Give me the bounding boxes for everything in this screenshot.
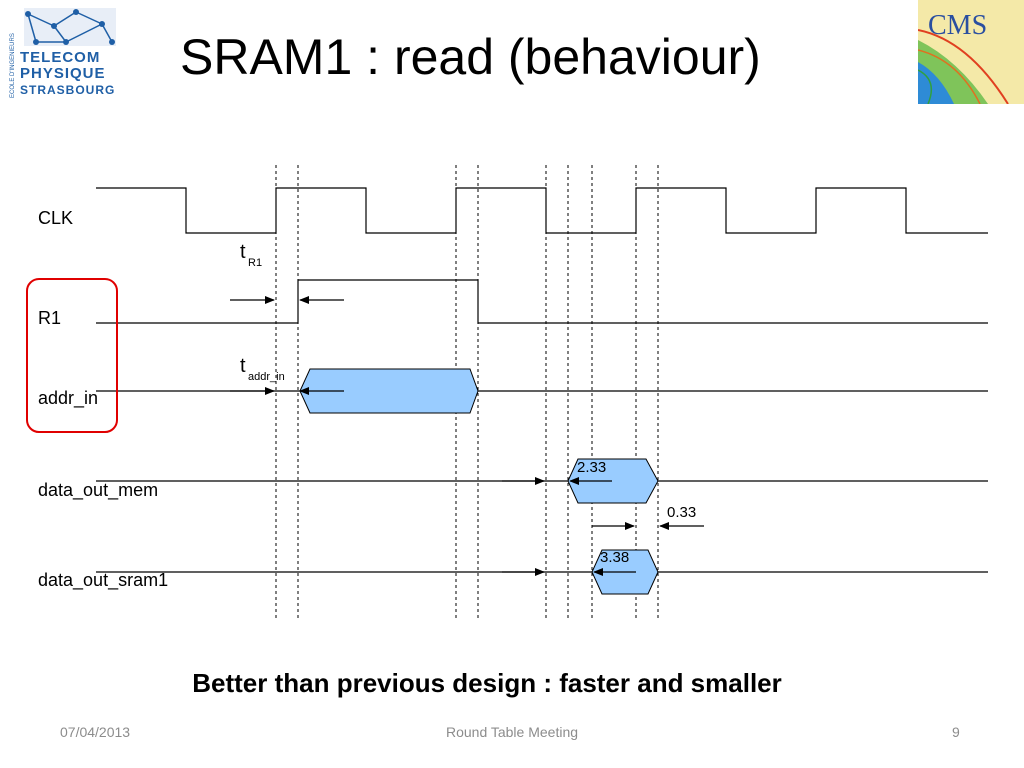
cms-logo-text: CMS: [928, 10, 987, 41]
footer-center: Round Table Meeting: [445, 724, 579, 740]
sram-delay-label: 3.38: [600, 549, 629, 566]
logo-line-3: STRASBOURG: [20, 83, 115, 97]
footer-page-number: 9: [952, 724, 960, 740]
taddr-subscript: addr_in: [248, 371, 285, 383]
highlight-box: [26, 278, 118, 433]
clk-waveform: [96, 187, 988, 234]
addr-in-bus-valid: [299, 368, 479, 414]
signal-label-addr-in: addr_in: [38, 388, 98, 409]
network-graphic-icon: [27, 11, 113, 43]
signal-label-clk: CLK: [38, 208, 73, 228]
data-out-mem-bus-valid: [567, 458, 659, 504]
cms-logo: CMS: [918, 0, 1024, 104]
tr1-symbol: t: [240, 241, 246, 263]
taddr-symbol: t: [240, 355, 246, 377]
slide-caption: Better than previous design : faster and…: [192, 668, 782, 698]
signal-label-data-out-sram1: data_out_sram1: [38, 570, 168, 591]
tr1-subscript: R1: [248, 257, 262, 269]
signal-label-r1: R1: [38, 308, 61, 328]
slide-title: SRAM1 : read (behaviour): [180, 29, 761, 85]
telecom-physique-logo: ECOLE D'INGENIEURS TELECOM PHYSIQUE STRA…: [10, 8, 116, 98]
r1-waveform: [96, 279, 988, 324]
logo-line-1: TELECOM: [20, 49, 100, 66]
signal-label-data-out-mem: data_out_mem: [38, 480, 158, 501]
logo-line-2: PHYSIQUE: [20, 65, 106, 82]
footer-date: 07/04/2013: [60, 724, 131, 740]
gap-label: 0.33: [667, 504, 696, 521]
mem-delay-label: 2.33: [577, 459, 606, 476]
logo-side-text: ECOLE D'INGENIEURS: [10, 33, 16, 98]
